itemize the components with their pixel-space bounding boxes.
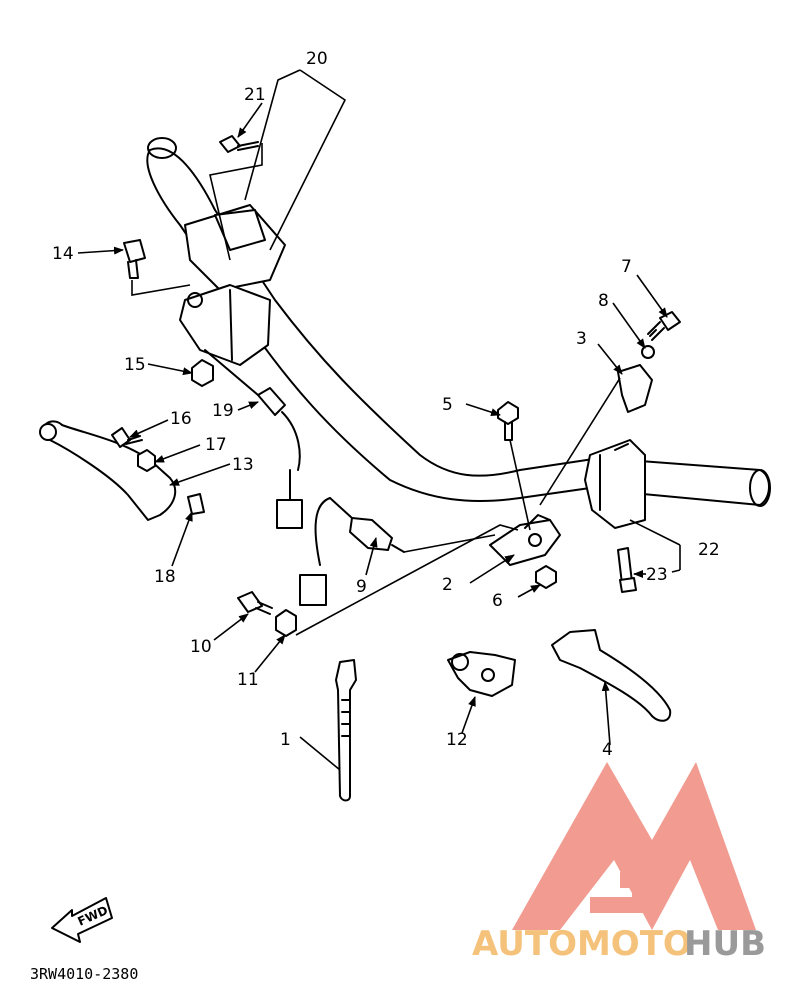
leader-14 [77, 246, 124, 255]
screw-21 [219, 135, 259, 153]
callout-13: 13 [232, 455, 254, 475]
callout-2: 2 [442, 575, 453, 595]
diagram-code: 3RW4010-2380 [30, 965, 138, 983]
callout-15: 15 [124, 355, 146, 375]
assembly-line-14 [131, 280, 191, 296]
nut-11 [275, 609, 297, 637]
nut-17 [137, 449, 156, 472]
leader-6 [517, 584, 541, 598]
handlebar [146, 137, 771, 507]
lever-4 [551, 629, 672, 722]
leader-18 [171, 511, 193, 567]
clamp-3 [617, 364, 653, 413]
callout-11: 11 [237, 670, 259, 690]
assembly-line-21 [209, 143, 263, 261]
leader-19 [237, 401, 259, 411]
screw-7 [647, 311, 681, 341]
nut-15 [191, 359, 214, 387]
callout-21: 21 [244, 85, 266, 105]
leader-1 [299, 736, 341, 771]
watermark-logo [512, 762, 756, 930]
assembly-line-9 [403, 534, 496, 553]
leader-21 [237, 102, 263, 138]
watermark-brand: AUTOMOTO HUB [472, 924, 766, 964]
bolt-14 [123, 239, 146, 279]
bracket-12 [447, 651, 516, 697]
nut-6 [535, 565, 557, 589]
leader-11 [254, 634, 286, 673]
left-switch-assembly [179, 204, 286, 366]
leader-5 [465, 403, 501, 417]
switch-9 [299, 497, 405, 606]
leader-15 [147, 363, 193, 376]
callout-19: 19 [212, 401, 234, 421]
washer-8 [641, 345, 655, 359]
callout-17: 17 [205, 435, 227, 455]
right-switch-housing [584, 439, 646, 529]
callout-3: 3 [576, 329, 587, 349]
leader-10 [213, 613, 249, 641]
callout-12: 12 [446, 730, 468, 750]
leader-12 [461, 696, 476, 734]
leader-20 [244, 69, 347, 251]
leader-16 [129, 419, 169, 438]
callout-14: 14 [52, 244, 74, 264]
watermark-brand-part1: AUTOMOTO [472, 924, 692, 964]
bracket-2 [489, 514, 561, 566]
callout-8: 8 [598, 291, 609, 311]
bolt-10 [237, 591, 273, 615]
callout-18: 18 [154, 567, 176, 587]
callout-6: 6 [492, 591, 503, 611]
callout-22: 22 [698, 540, 720, 560]
callout-20: 20 [306, 49, 328, 69]
callout-labels: 1 2 3 4 5 6 7 8 9 10 11 12 13 14 15 16 1… [52, 49, 720, 760]
fwd-arrow: FWD [51, 897, 113, 943]
callout-1: 1 [280, 730, 291, 750]
callout-4: 4 [602, 740, 613, 760]
leader-9 [365, 537, 378, 576]
assembly-line-11 [295, 524, 519, 636]
callout-9: 9 [356, 577, 367, 597]
watermark-brand-part2: HUB [684, 924, 766, 964]
leader-4 [601, 681, 611, 746]
leader-lines [77, 69, 681, 771]
lever-13 [39, 420, 177, 521]
assembly-line-5 [509, 439, 531, 531]
callout-16: 16 [170, 409, 192, 429]
cable-tie-1 [335, 659, 357, 802]
screw-23 [617, 547, 637, 593]
switch-19 [204, 349, 303, 529]
leader-2 [469, 554, 515, 584]
callout-10: 10 [190, 637, 212, 657]
leader-17 [154, 444, 201, 463]
leader-13 [169, 463, 231, 486]
leader-7 [636, 274, 668, 318]
leader-8 [612, 302, 646, 349]
leader-3 [597, 343, 623, 375]
callout-23: 23 [646, 565, 668, 585]
leader-22 [629, 519, 681, 573]
assembly-line-3 [539, 377, 621, 506]
callout-7: 7 [621, 257, 632, 277]
bolt-18 [187, 493, 205, 515]
callout-5: 5 [442, 395, 453, 415]
bolt-5 [497, 401, 519, 441]
